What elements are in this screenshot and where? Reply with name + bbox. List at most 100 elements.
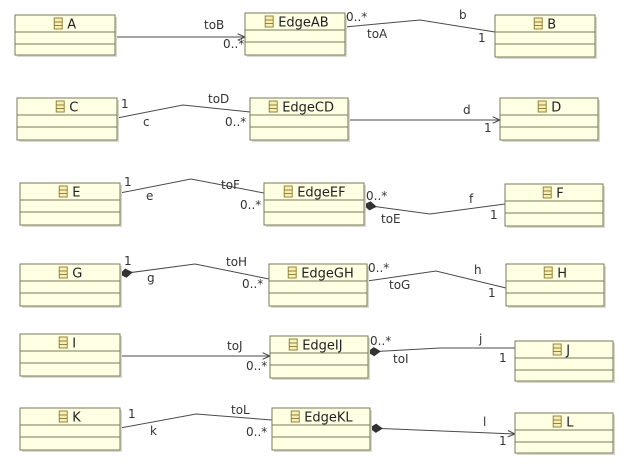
class-e[interactable]: E [19,182,122,227]
class-box [271,407,371,451]
class-c[interactable]: C [16,97,119,142]
class-h[interactable]: H [505,263,606,308]
class-box [514,412,614,454]
class-edgekl[interactable]: EdgeKL [271,407,372,452]
class-a[interactable]: A [14,14,117,57]
class-name: E [72,186,80,201]
association-line [366,270,507,289]
class-box [269,335,369,379]
class-icon [288,338,298,351]
class-icon [552,415,562,428]
class-name: J [565,344,570,359]
association-edgecd-d[interactable] [348,116,502,124]
target-multiplicity-label: 0..* [246,425,267,439]
class-i[interactable]: I [19,333,122,378]
target-role-label: l [483,415,486,429]
association-c-toD[interactable] [116,104,251,119]
class-name: EdgeEF [297,186,345,201]
class-box [19,263,121,307]
class-g[interactable]: G [19,263,122,308]
target-role-label: b [459,8,467,22]
class-icon [58,266,68,279]
class-name: F [556,187,563,202]
class-icon [533,17,543,30]
target-multiplicity-label: 0..* [242,277,263,291]
target-role-label: toL [231,403,250,417]
class-icon [542,186,552,199]
class-icon [537,100,547,113]
class-name: B [547,18,556,33]
class-icon [264,15,274,28]
target-multiplicity-label: 1 [484,121,492,135]
class-name: C [69,101,78,116]
source-multiplicity-label: 1 [124,254,132,268]
target-multiplicity-label: 1 [490,208,498,222]
class-box [268,263,368,307]
class-box [504,183,604,227]
association-line [119,413,273,429]
target-role-label: j [478,332,482,346]
class-name: EdgeAB [278,16,329,31]
association-line [116,104,251,119]
class-d[interactable]: D [499,97,600,142]
composition-diamond [119,268,133,278]
class-box [19,333,121,377]
association-line [344,19,496,33]
class-box [514,340,614,382]
class-b[interactable]: B [494,14,597,59]
target-multiplicity-label: 1 [488,286,496,300]
target-multiplicity-label: 0..* [223,37,244,51]
class-edgeef[interactable]: EdgeEF [263,182,366,227]
class-box [249,97,349,141]
composition-diamond [369,423,383,433]
class-icon [55,100,65,113]
class-edgeij[interactable]: EdgeIJ [269,335,370,380]
source-role-label: e [146,189,153,203]
association-line [367,347,515,353]
class-box [263,182,365,226]
association-edgeij-j[interactable] [367,347,515,357]
association-e-toF[interactable] [119,178,265,194]
class-edgegh[interactable]: EdgeGH [268,263,369,308]
class-k[interactable]: K [19,407,122,452]
source-multiplicity-label: 0..* [370,334,391,348]
association-g-toH[interactable] [119,263,270,280]
class-icon [58,336,68,349]
class-icon [268,100,278,113]
class-icon [543,266,553,279]
association-edgekl-l[interactable] [369,423,517,438]
association-edgeab-b[interactable] [344,19,496,33]
target-role-label: d [463,103,471,117]
class-icon [53,17,63,30]
source-multiplicity-label: 1 [121,97,129,111]
composition-diamond [367,347,381,357]
composition-diamond [363,201,377,211]
source-role-label: k [150,424,157,438]
source-multiplicity-label: 0..* [346,10,367,24]
class-box [494,14,596,58]
class-icon [58,185,68,198]
class-name: K [72,411,81,426]
source-role-label: c [143,115,150,129]
class-box [499,97,599,141]
class-edgeab[interactable]: EdgeAB [244,12,347,57]
association-k-toL[interactable] [119,413,273,429]
class-name: G [72,267,82,282]
class-box [19,407,121,451]
association-line [369,427,516,435]
class-icon [552,343,562,356]
class-j[interactable]: J [514,340,615,383]
association-edgegh-h[interactable] [366,270,507,289]
target-role-label: toH [226,255,247,269]
class-l[interactable]: L [514,412,615,455]
source-multiplicity-label: 0..* [368,261,389,275]
class-f[interactable]: F [504,183,605,228]
class-box [16,97,118,141]
association-line [119,263,270,280]
source-role-label: toG [389,278,410,292]
association-edgeef-f[interactable] [363,201,506,215]
class-icon [287,266,297,279]
class-edgecd[interactable]: EdgeCD [249,97,350,142]
class-name: D [551,101,561,116]
